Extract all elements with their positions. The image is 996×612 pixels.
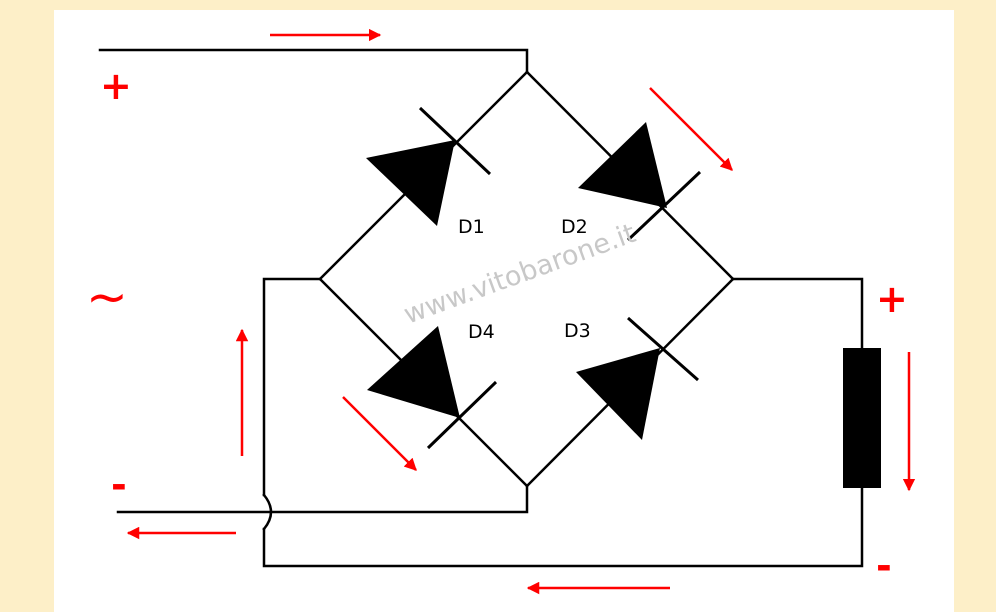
right-output-wire xyxy=(731,277,864,350)
diode-d4-cathode-bar xyxy=(426,380,498,450)
diode-d1 xyxy=(366,106,492,226)
watermark-text: www.vitobarone.it xyxy=(400,218,640,331)
load-resistor xyxy=(843,348,881,488)
output-minus-sign: - xyxy=(876,544,892,588)
ac-source-symbol: ~ xyxy=(86,268,128,326)
bottom-return-wire xyxy=(262,486,864,568)
diode-d4-label: D4 xyxy=(468,321,495,343)
input-minus-sign: - xyxy=(111,463,127,507)
output-plus-sign: + xyxy=(876,277,908,321)
diode-d4-symbol xyxy=(367,326,460,418)
arrow-d2-path xyxy=(649,87,733,171)
diode-d1-label: D1 xyxy=(458,216,485,238)
diode-d2-cathode-bar xyxy=(626,170,702,242)
bottom-input-wire xyxy=(116,484,529,514)
input-plus-sign: + xyxy=(100,64,132,108)
diode-d4 xyxy=(367,326,498,450)
diode-d3-label: D3 xyxy=(564,320,591,342)
diode-d1-symbol xyxy=(366,140,455,226)
wire-crossover xyxy=(262,493,273,531)
left-return-wire xyxy=(262,277,322,497)
arrow-d4-path xyxy=(342,396,417,471)
top-input-wire xyxy=(98,48,529,74)
diode-d2-label: D2 xyxy=(561,216,588,238)
current-flow-arrows xyxy=(126,28,916,595)
diode-d2 xyxy=(578,122,702,242)
diode-d1-cathode-bar xyxy=(418,106,492,176)
diode-d3-symbol xyxy=(576,348,660,440)
diode-d3-cathode-bar xyxy=(627,316,699,382)
circuit-wires xyxy=(98,48,864,568)
diode-d2-symbol xyxy=(578,122,667,208)
diode-d3 xyxy=(576,316,699,440)
